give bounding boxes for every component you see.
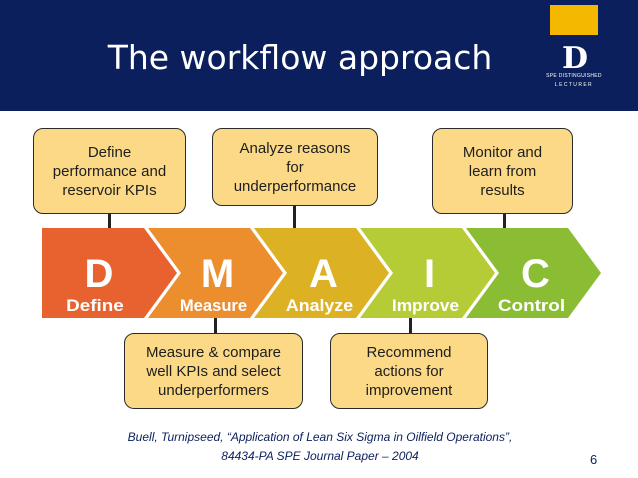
- connector-bottom-1: [214, 313, 217, 335]
- connector-bottom-2: [409, 313, 412, 335]
- logo-letter: D: [563, 42, 587, 72]
- header-bar: [0, 0, 638, 111]
- chevron-label-analyze: Analyze: [286, 296, 353, 315]
- chevron-letter-control: C: [521, 252, 550, 296]
- chevron-measure: [148, 228, 283, 318]
- logo-accent-bar: [550, 5, 598, 35]
- step-box-measure: Measure & compare well KPIs and select u…: [124, 333, 303, 409]
- step-box-analyze: Analyze reasons for underperformance: [212, 128, 378, 206]
- chevron-control: [466, 228, 601, 318]
- connector-top-2: [293, 205, 296, 235]
- chevron-letter-improve: I: [424, 252, 435, 296]
- distinguished-lecturer-logo: D: [563, 42, 587, 72]
- chevron-define: [42, 228, 177, 318]
- logo-text-line2: LECTURER: [554, 82, 594, 88]
- chevron-label-measure: Measure: [180, 296, 247, 315]
- connector-top-1: [108, 213, 111, 235]
- connector-top-3: [503, 213, 506, 235]
- chevron-label-improve: Improve: [392, 296, 459, 315]
- chevron-improve: [360, 228, 495, 318]
- step-box-control: Monitor and learn from results: [432, 128, 573, 214]
- step-box-improve: Recommend actions for improvement: [330, 333, 488, 409]
- chevron-analyze: [254, 228, 389, 318]
- logo-text-line1: SPE DISTINGUISHED: [546, 73, 602, 79]
- chevron-letter-measure: M: [201, 252, 234, 296]
- page-number: 6: [590, 452, 598, 467]
- chevron-label-control: Control: [498, 296, 565, 315]
- step-box-define: Define performance and reservoir KPIs: [33, 128, 186, 214]
- chevron-label-define: Define: [66, 296, 124, 315]
- citation: Buell, Turnipseed, “Application of Lean …: [127, 430, 513, 463]
- chevron-letter-define: D: [85, 252, 114, 296]
- slide-title: The workflow approach: [107, 38, 493, 77]
- chevron-letter-analyze: A: [309, 252, 338, 296]
